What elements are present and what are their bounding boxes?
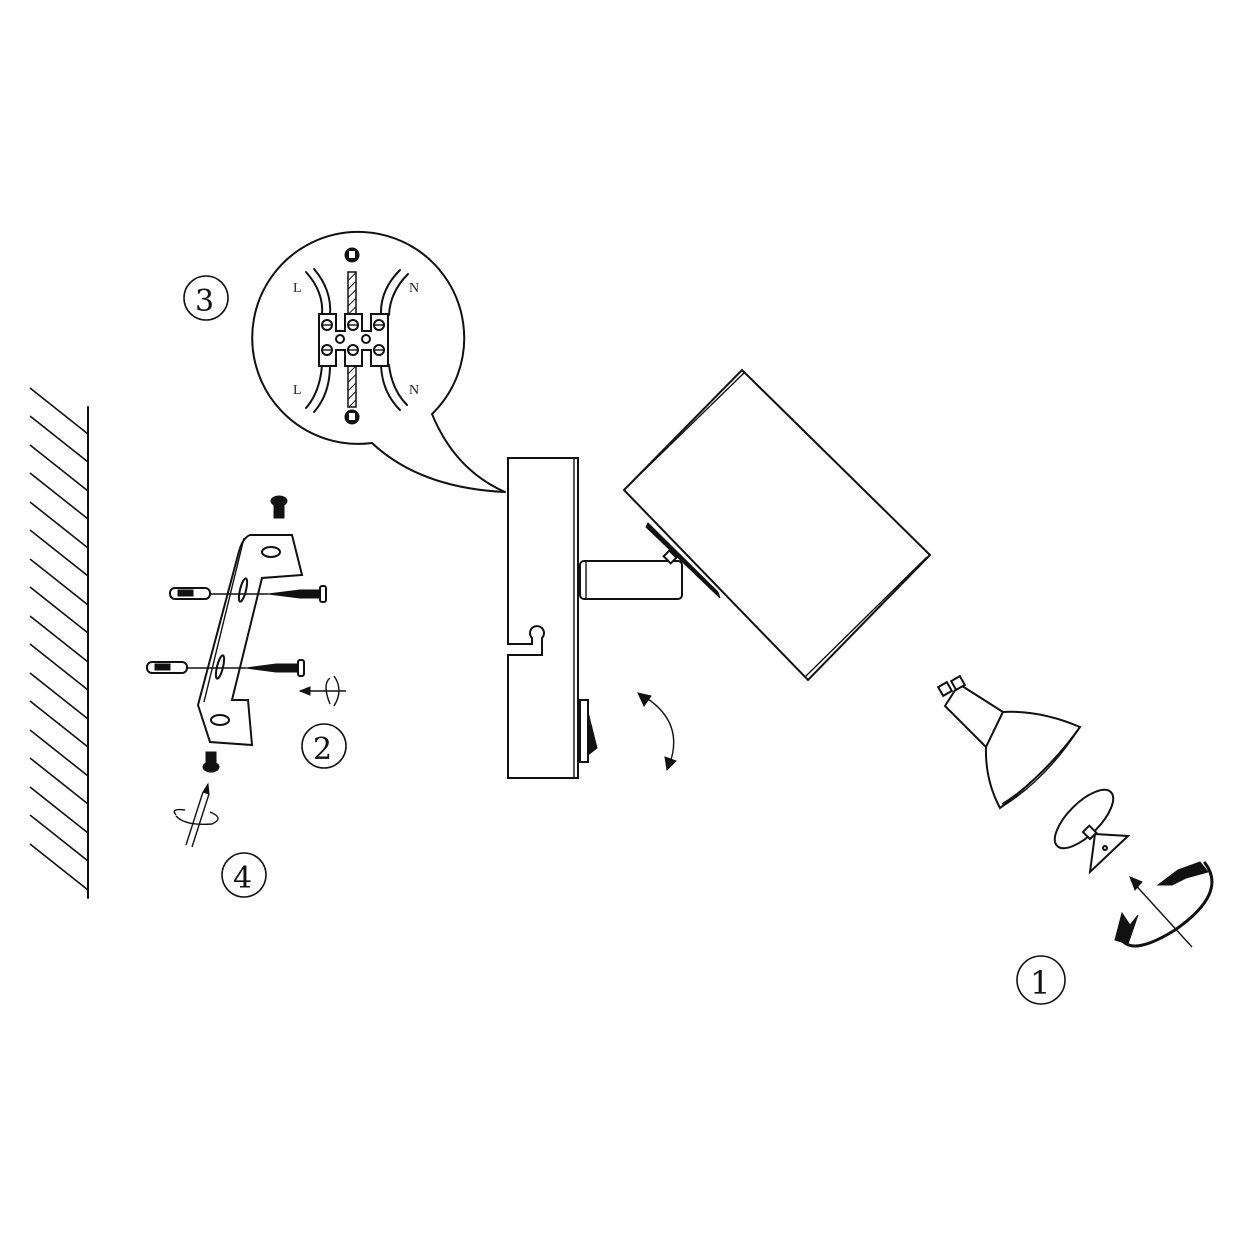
lamp-base-plate [507, 457, 579, 779]
screw-in-arrow-icon [298, 675, 346, 707]
svg-text:3: 3 [195, 284, 214, 319]
step-3-label: 3 [183, 275, 229, 321]
tilt-arrow-icon [637, 692, 677, 772]
earth-screw-icon [344, 247, 360, 425]
rocker-switch[interactable] [579, 699, 598, 763]
svg-text:1: 1 [1030, 964, 1050, 1002]
screw-bottom-icon [202, 751, 220, 773]
wall-plug-bottom-icon [146, 661, 246, 674]
screw-top-icon [270, 495, 288, 519]
mounting-bracket [196, 534, 304, 747]
label-live-top: L [293, 281, 302, 296]
label-neutral-bottom: N [409, 383, 419, 398]
live-wire-bottom [305, 364, 331, 413]
step-1-label: 1 [1016, 955, 1066, 1005]
step-4-label: 4 [221, 852, 267, 898]
lamp-shade [622, 368, 932, 682]
svg-text:4: 4 [233, 861, 252, 896]
label-live-bottom: L [293, 383, 302, 398]
neutral-wire-bottom [380, 364, 408, 411]
gu10-bulb-icon [936, 674, 1082, 810]
wood-screw-top-icon [267, 585, 327, 603]
terminal-block [318, 313, 389, 367]
earth-wire-bottom [347, 364, 357, 408]
label-neutral-top: N [409, 281, 419, 296]
earth-wire-top [347, 271, 357, 315]
lamp-arm [579, 560, 683, 600]
neutral-wire-top [379, 269, 409, 316]
step-2-label: 2 [301, 723, 347, 769]
wall [29, 387, 89, 899]
svg-text:2: 2 [313, 732, 332, 767]
live-wire-top [305, 268, 332, 316]
wood-screw-bottom-icon [245, 659, 305, 677]
wiring-callout: L N L N [251, 230, 506, 493]
wall-plug-top-icon [169, 587, 268, 600]
reflector-disc-icon [1053, 788, 1131, 875]
twist-lock-arrow-icon [1114, 861, 1214, 948]
screwdriver-icon [173, 782, 219, 848]
